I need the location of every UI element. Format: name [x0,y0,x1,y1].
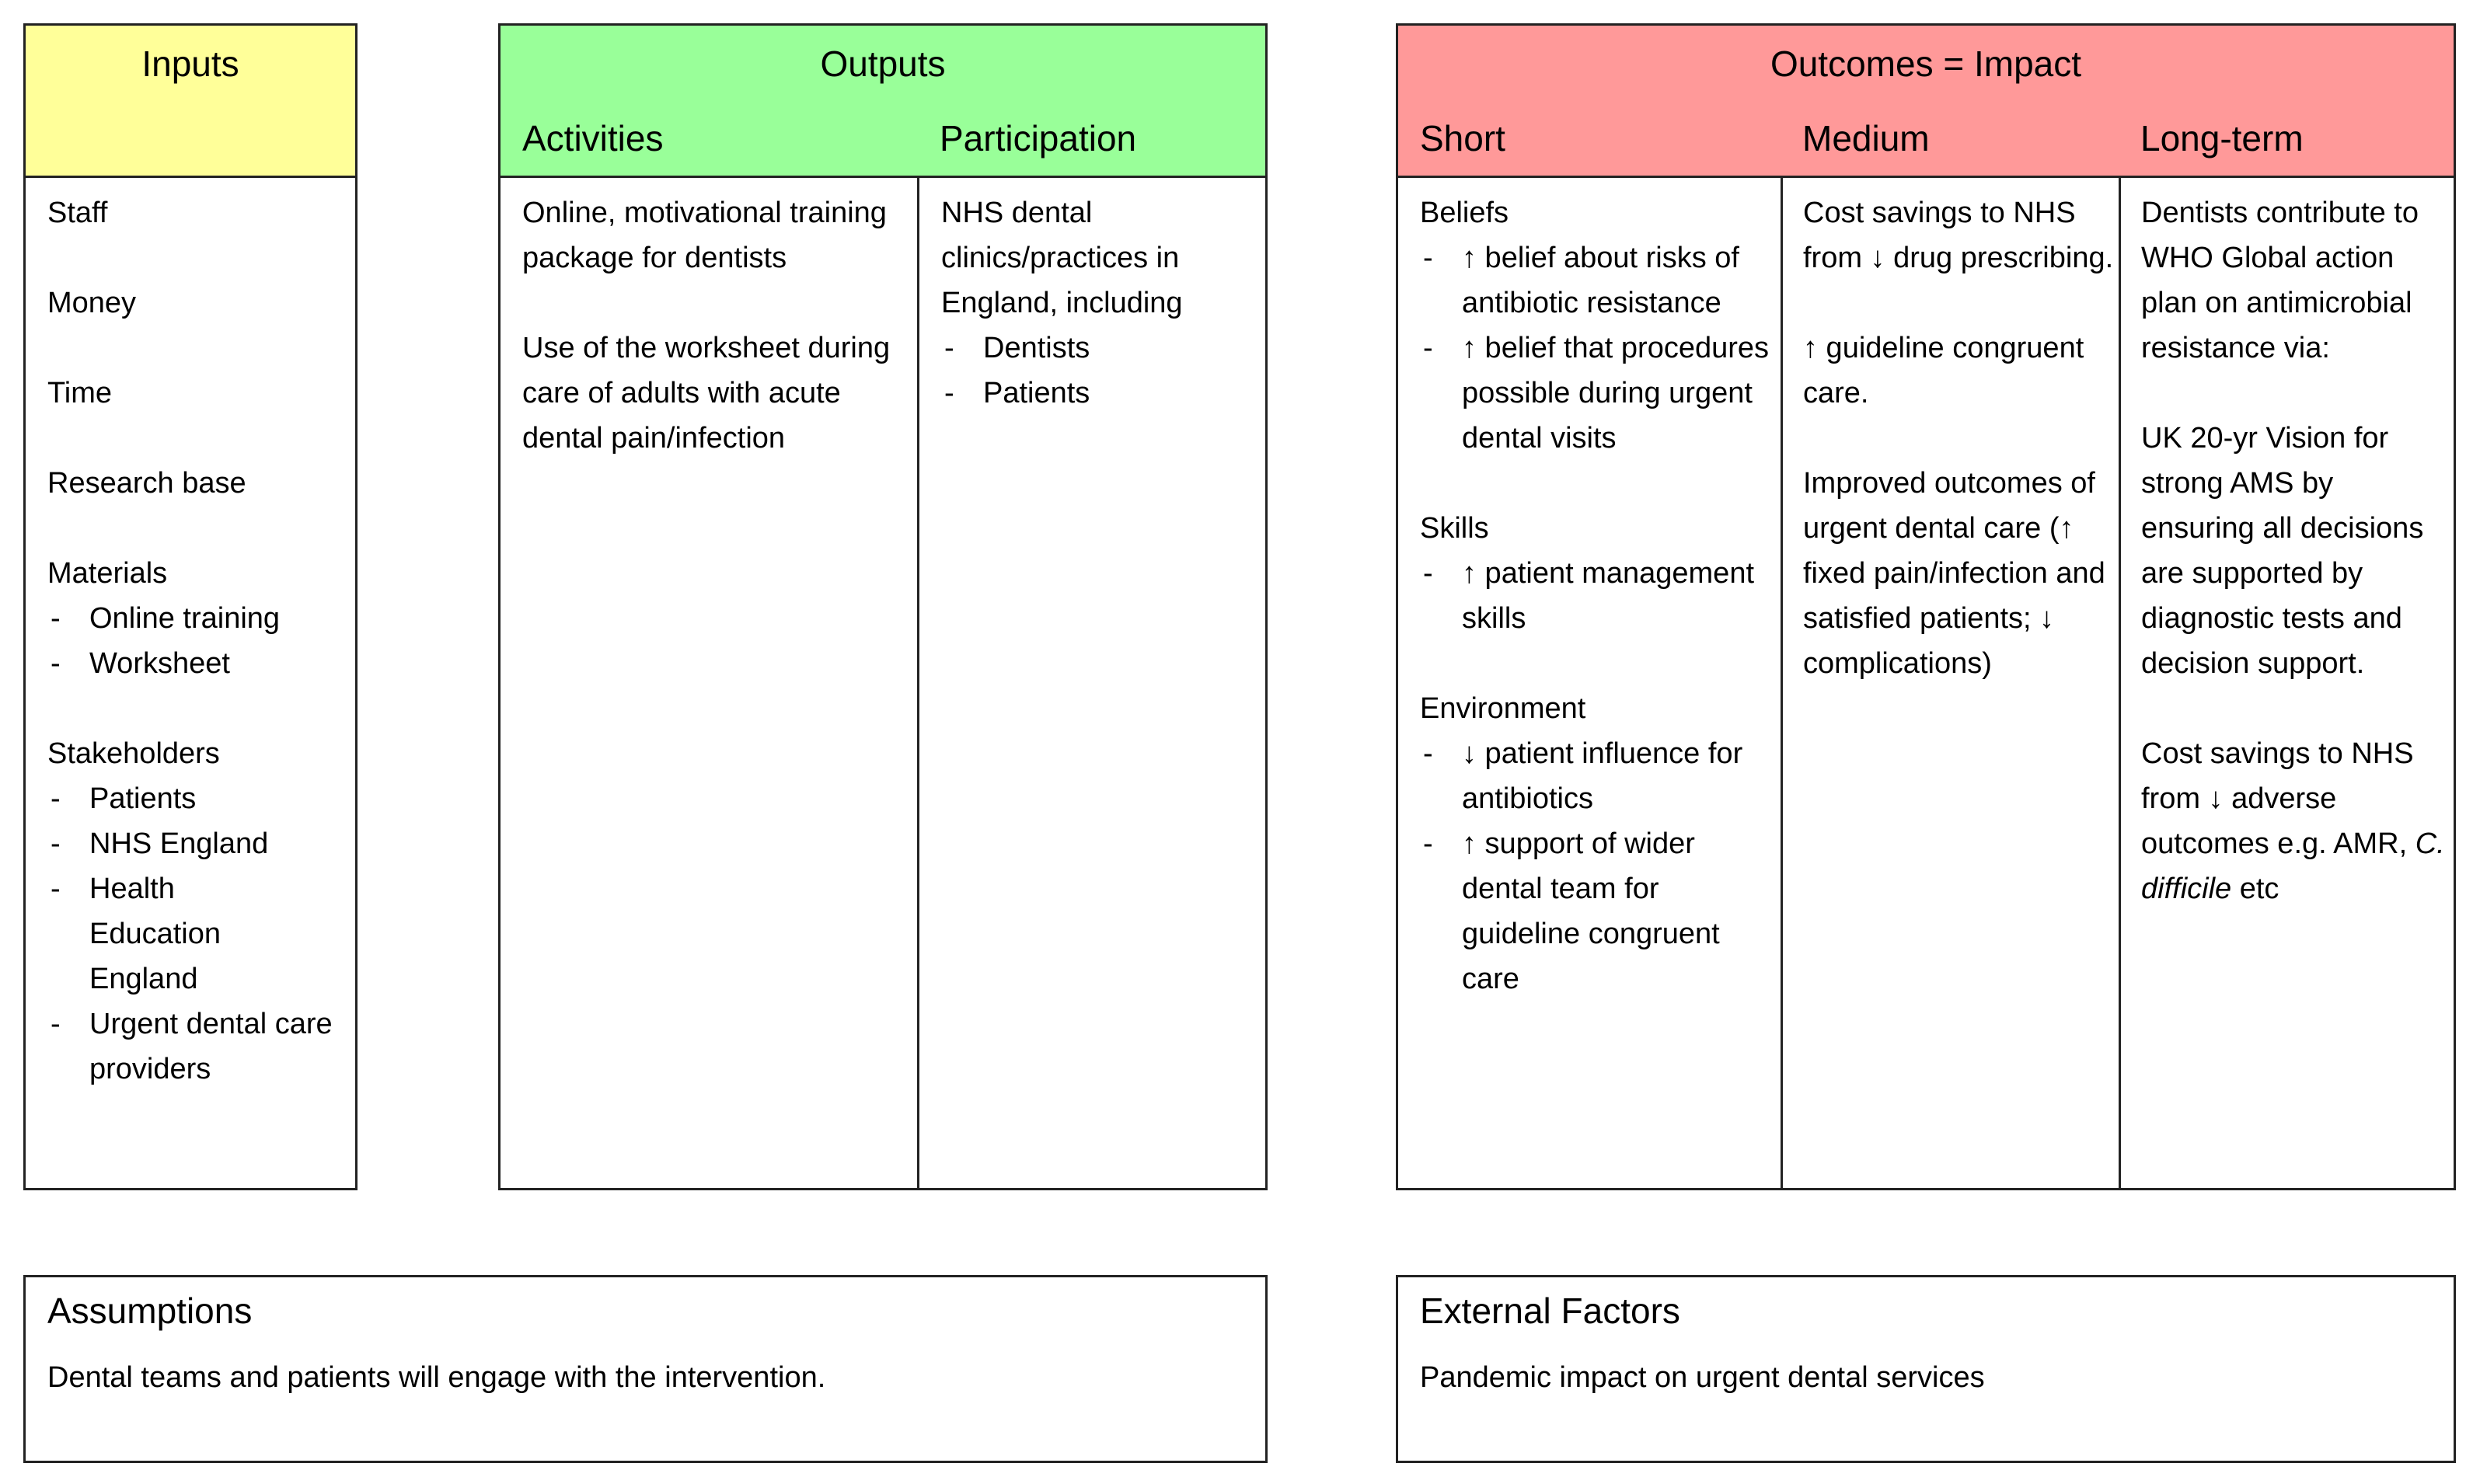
activity-text: Use of the worksheet during care of adul… [522,332,891,455]
input-item: Time [47,377,113,409]
long-term-column: Dentists contribute to WHO Global action… [2121,176,2454,1188]
input-item: Research base [47,467,246,500]
long-term-text: UK 20-yr Vision for strong AMS by ensuri… [2141,422,2424,680]
medium-column: Cost savings to NHS from ↓ drug prescrib… [1783,176,2119,1188]
environment-label: Environment [1420,692,1586,725]
column-divider [1781,176,1783,1188]
column-divider [917,176,919,1188]
list-item: NHS England [47,821,347,866]
short-label: Short [1420,118,1505,159]
medium-text: Improved outcomes of urgent dental care … [1803,467,2105,680]
list-item: ↑ support of wider dental team for guide… [1420,821,1777,1002]
outcomes-title: Outcomes = Impact [1770,44,2082,84]
activity-text: Online, motivational training package fo… [522,197,887,274]
activities-label: Activities [522,118,664,159]
participation-column: NHS dental clinics/practices in England,… [919,176,1265,1188]
medium-text: ↑ guideline congruent care. [1803,332,2084,409]
participation-label: Participation [940,118,1137,159]
list-item: ↑ belief that procedures possible during… [1420,326,1777,461]
column-divider [2119,176,2121,1188]
medium-text: Cost savings to NHS from ↓ drug prescrib… [1803,197,2114,274]
text-segment: Cost savings to NHS from ↓ adverse outco… [2141,737,2415,860]
external-factors-box: External Factors Pandemic impact on urge… [1396,1275,2456,1463]
participation-list: Dentists Patients [941,326,1257,416]
long-term-label: Long-term [2140,118,2304,159]
inputs-column: Staff Money Time Research base Materials… [26,176,355,1188]
input-item: Money [47,287,137,319]
inputs-box: Inputs Staff Money Time Research base Ma… [23,23,358,1190]
outcomes-header: Outcomes = Impact Short Medium Long-term [1398,26,2454,178]
medium-label: Medium [1802,118,1930,159]
assumptions-box: Assumptions Dental teams and patients wi… [23,1275,1268,1463]
list-item: Worksheet [47,641,347,686]
skills-list: ↑ patient management skills [1420,551,1777,641]
text-segment: etc [2231,873,2279,905]
beliefs-label: Beliefs [1420,197,1509,229]
skills-label: Skills [1420,512,1489,545]
list-item: Patients [941,371,1257,416]
outputs-box: Outputs Activities Participation Online,… [498,23,1268,1190]
inputs-title: Inputs [141,44,239,84]
external-factors-title: External Factors [1420,1291,1680,1331]
assumptions-title: Assumptions [47,1291,253,1331]
materials-list: Online training Worksheet [47,596,347,686]
stakeholders-label: Stakeholders [47,737,220,770]
stakeholders-list: Patients NHS England Health Education En… [47,776,347,1092]
long-term-text: Dentists contribute to WHO Global action… [2141,197,2419,364]
inputs-header: Inputs [26,26,355,178]
italic-species-name: C. difficile [2141,827,2445,905]
outputs-title: Outputs [820,44,946,84]
short-column: Beliefs ↑ belief about risks of antibiot… [1398,176,1781,1188]
beliefs-list: ↑ belief about risks of antibiotic resis… [1420,235,1777,461]
list-item: ↑ patient management skills [1420,551,1777,641]
environment-list: ↓ patient influence for antibiotics ↑ su… [1420,731,1777,1002]
list-item: ↑ belief about risks of antibiotic resis… [1420,235,1777,326]
outputs-header: Outputs Activities Participation [501,26,1265,178]
assumptions-text: Dental teams and patients will engage wi… [47,1361,826,1394]
list-item: Health Education England [47,866,347,1002]
participation-intro: NHS dental clinics/practices in England,… [941,197,1183,319]
external-factors-text: Pandemic impact on urgent dental service… [1420,1361,1985,1394]
outcomes-box: Outcomes = Impact Short Medium Long-term… [1396,23,2456,1190]
materials-label: Materials [47,557,168,590]
list-item: Urgent dental care providers [47,1002,347,1092]
list-item: ↓ patient influence for antibiotics [1420,731,1777,821]
long-term-text: Cost savings to NHS from ↓ adverse outco… [2141,731,2450,911]
input-item: Staff [47,197,108,229]
list-item: Dentists [941,326,1257,371]
list-item: Online training [47,596,347,641]
activities-column: Online, motivational training package fo… [501,176,917,1188]
list-item: Patients [47,776,347,821]
